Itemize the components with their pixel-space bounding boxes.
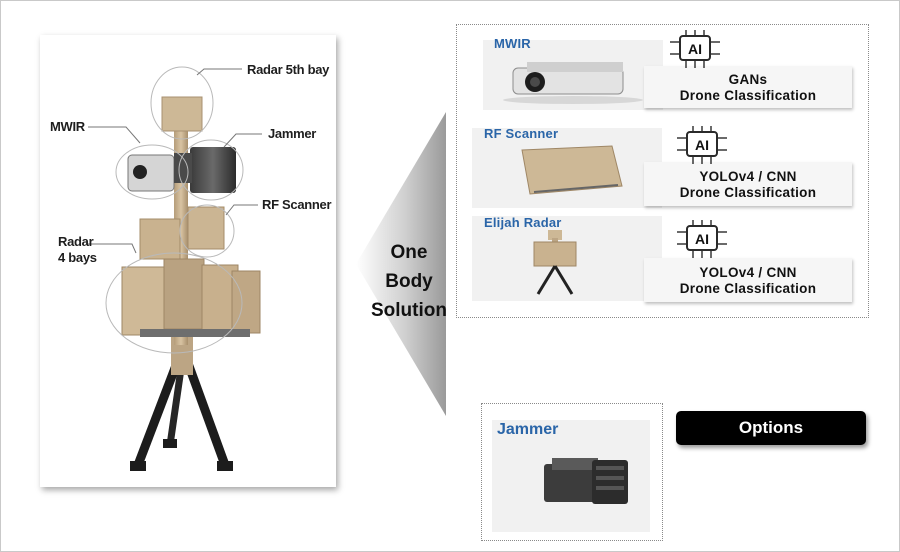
sensor-card-rf-scanner [472, 128, 662, 208]
radar-4-bays [121, 258, 261, 337]
one-body-line1: One [390, 242, 428, 263]
callout-rf-scanner: RF Scanner [262, 197, 332, 212]
callout-ellipse-radar5 [150, 66, 214, 140]
callout-radar-5th-bay: Radar 5th bay [247, 62, 330, 77]
one-body-line3: Solution [371, 300, 447, 321]
callout-mwir: MWIR [50, 119, 85, 134]
ai-chip-icon: AI [670, 30, 720, 68]
ai-model-rf-line1: YOLOv4 / CNN [699, 169, 797, 184]
ai-model-mwir-line1: GANs [728, 72, 768, 87]
sensor-title-elijah-radar: Elijah Radar [484, 215, 562, 230]
sensor-card-elijah-radar [472, 216, 662, 301]
ai-chip-label: AI [695, 137, 709, 153]
connector-cone [356, 112, 446, 416]
ai-model-box-elijah-radar: YOLOv4 / CNN Drone Classification [644, 258, 852, 302]
ai-model-radar-line2: Drone Classification [679, 281, 817, 296]
radar-5th-bay [161, 96, 203, 132]
ai-model-radar-line1: YOLOv4 / CNN [699, 265, 797, 280]
one-body-line2: Body [385, 271, 433, 292]
ai-chip-icon: AI [677, 220, 727, 258]
ai-model-mwir-line2: Drone Classification [679, 88, 817, 103]
system-panel [40, 35, 336, 487]
ai-model-box-mwir: GANs Drone Classification [644, 66, 852, 108]
callout-radar-4-bays-line1: Radar [58, 234, 94, 249]
rf-scanner-unit [187, 206, 225, 250]
callout-ellipse-jammer [178, 139, 244, 201]
sensor-title-rf-scanner: RF Scanner [484, 126, 559, 141]
callout-ellipse-mwir [115, 144, 189, 200]
callout-radar-4-bays-line2: 4 bays [58, 250, 97, 265]
jammer-option-panel [481, 403, 663, 541]
rf-scanner-device-image [521, 145, 623, 195]
mwir-device-image [503, 62, 643, 104]
integrated-system-illustration [88, 66, 262, 471]
ai-model-box-rf-scanner: YOLOv4 / CNN Drone Classification [644, 162, 852, 206]
jammer-option-title: Jammer [497, 421, 559, 438]
jammer-device-image [544, 458, 628, 504]
tripod [130, 335, 233, 471]
options-button[interactable]: Options [676, 411, 866, 445]
callout-ellipse-radar4 [105, 252, 243, 354]
sensors-panel [456, 24, 869, 318]
sensor-card-mwir [483, 40, 663, 110]
ai-chip-label: AI [695, 231, 709, 247]
jammer-card [492, 420, 650, 532]
ai-model-rf-line2: Drone Classification [679, 185, 817, 200]
ai-chip-label: AI [688, 41, 702, 57]
callout-ellipse-rf [179, 204, 235, 258]
mwir-camera [127, 154, 175, 192]
sensor-title-mwir: MWIR [494, 36, 531, 51]
one-body-solution-text: One Body Solution [357, 238, 461, 325]
callout-jammer: Jammer [268, 126, 317, 141]
ai-chip-icon: AI [677, 126, 727, 164]
callout-radar-4-bays: Radar 4 bays [58, 234, 97, 266]
elijah-radar-device-image [533, 230, 577, 295]
